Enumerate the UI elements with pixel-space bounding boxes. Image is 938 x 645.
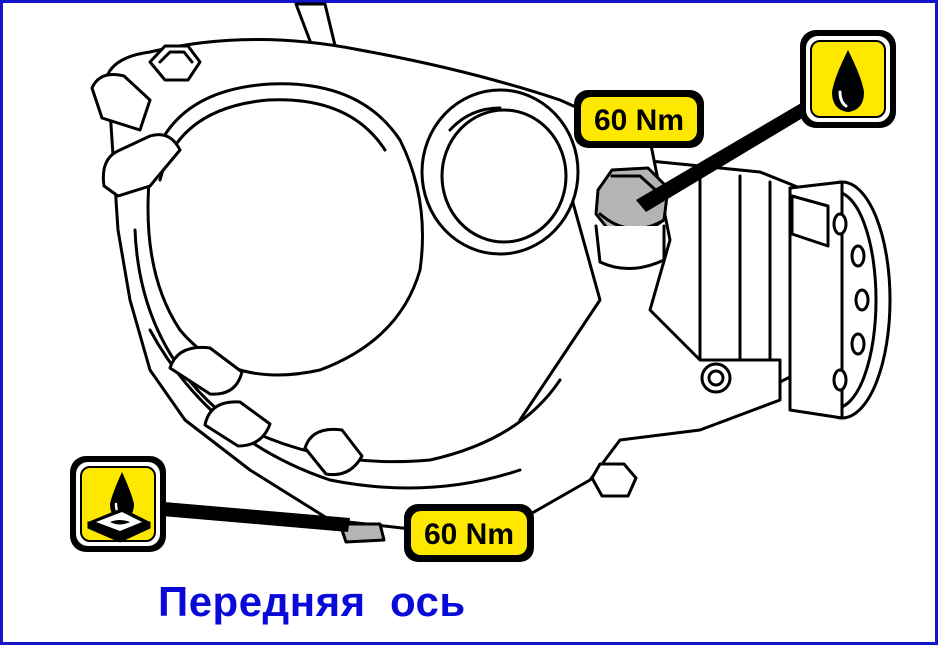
differential-housing: [103, 37, 782, 532]
fill-plug-bolt: [594, 166, 670, 271]
torque-value-top: 60 Nm: [594, 104, 684, 137]
leader-lines: [162, 92, 826, 532]
lower-right-bolt: [590, 362, 732, 498]
torque-value-bottom: 60 Nm: [424, 518, 514, 551]
drain-plug: [338, 522, 386, 544]
torque-label-bottom: 60 Nm: [404, 504, 534, 562]
housing-ribs: [90, 73, 364, 477]
oil-drop-icon: [800, 30, 896, 128]
input-port: [420, 88, 580, 256]
top-left-bolt: [148, 44, 202, 82]
torque-label-top: 60 Nm: [574, 90, 704, 148]
caption-front-axle: Передняя ось: [158, 578, 466, 625]
oil-drain-pan-icon: [70, 456, 166, 552]
